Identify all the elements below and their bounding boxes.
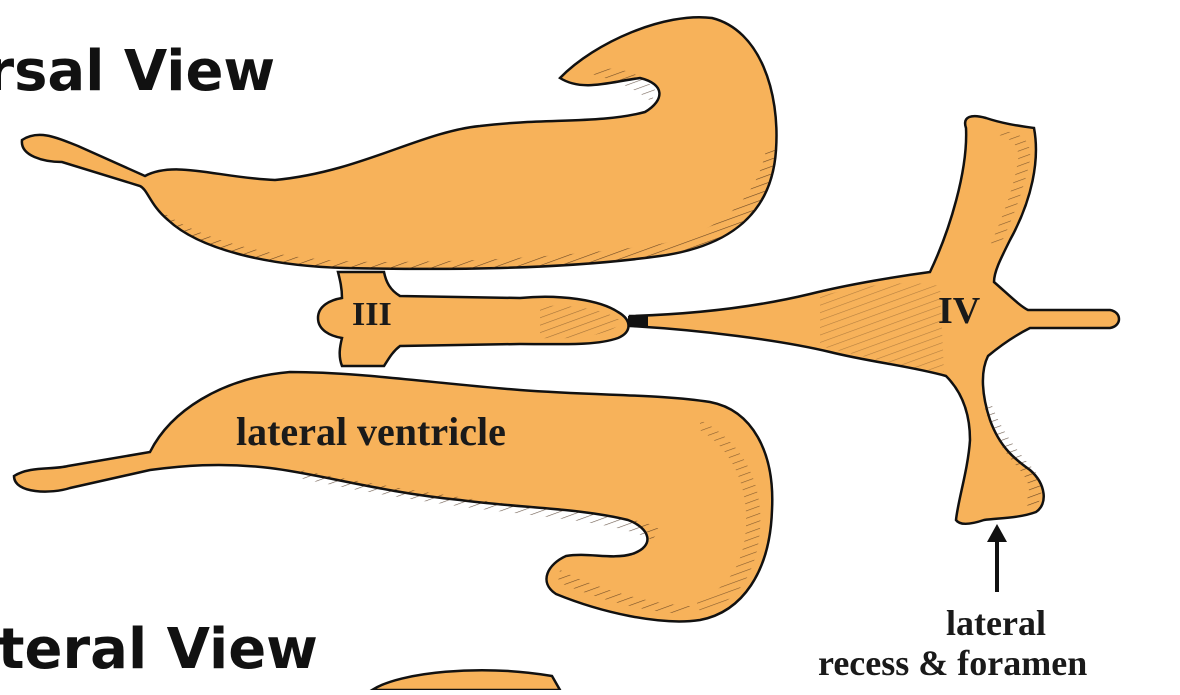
lateral-view-shape-partial <box>372 670 560 690</box>
lateral-ventricle-label: lateral ventricle <box>236 412 506 452</box>
lateral-recess-label-line2: recess & foramen <box>818 645 1087 681</box>
recess-arrow <box>987 524 1007 592</box>
dorsal-view-heading: orsal View <box>0 44 275 100</box>
third-ventricle-label: III <box>352 298 392 332</box>
lateral-recess-label-line1: lateral <box>926 605 1066 641</box>
lateral-view-heading: ateral View <box>0 622 318 678</box>
fourth-ventricle-label: IV <box>938 292 980 330</box>
